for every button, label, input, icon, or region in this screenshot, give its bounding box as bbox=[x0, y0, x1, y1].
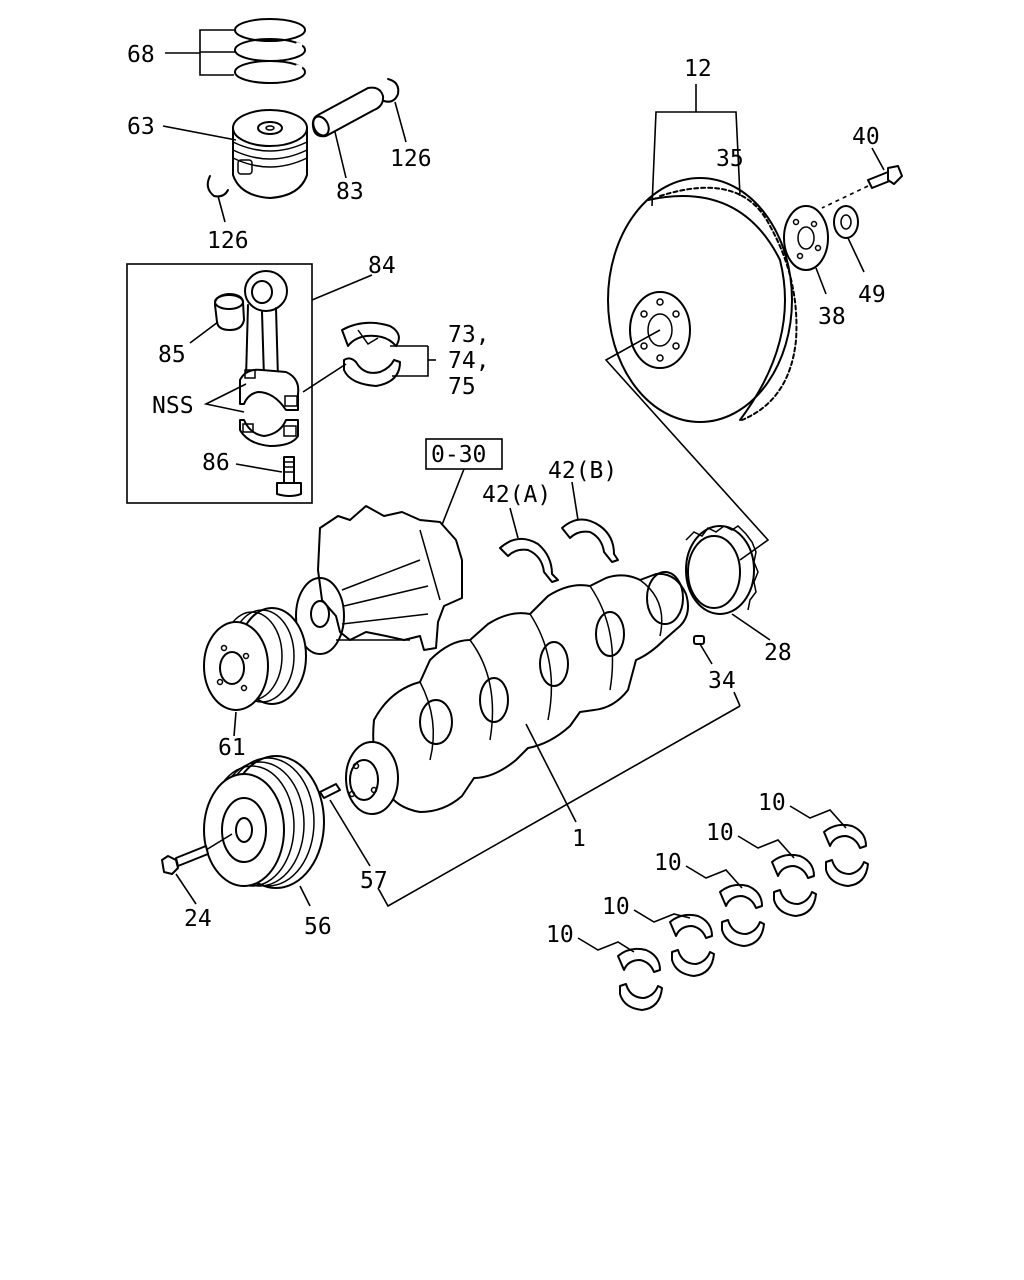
rod-bearing-lower[interactable] bbox=[343, 357, 401, 387]
label-crank-pulley: 56 bbox=[304, 914, 332, 940]
label-nss: NSS bbox=[152, 393, 194, 419]
pilot-bearing[interactable] bbox=[833, 205, 859, 239]
main-bearing-6[interactable] bbox=[823, 823, 869, 887]
label-dowel: 34 bbox=[708, 668, 736, 694]
label-thrust-b: 42(B) bbox=[548, 458, 617, 484]
label-main-bearing-6: 10 bbox=[758, 790, 786, 816]
dowel-pin[interactable] bbox=[693, 635, 705, 645]
label-flywheel-bolt: 40 bbox=[852, 124, 880, 150]
rod-bearing-upper[interactable] bbox=[341, 321, 400, 347]
label-bushing: 85 bbox=[158, 342, 186, 368]
label-main-bearing-5: 10 bbox=[706, 820, 734, 846]
rod-bushing[interactable] bbox=[213, 293, 245, 331]
label-bearing-73: 73, bbox=[448, 322, 490, 348]
woodruff-key[interactable] bbox=[319, 783, 341, 799]
label-ring-gear: 35 bbox=[716, 146, 744, 172]
label-flywheel: 12 bbox=[684, 56, 712, 82]
main-bearing-5[interactable] bbox=[771, 853, 817, 917]
label-clip-top: 126 bbox=[390, 146, 432, 172]
label-clip-bottom: 126 bbox=[207, 228, 249, 254]
pin-clip-bottom[interactable] bbox=[206, 175, 229, 198]
label-rod-bolt: 86 bbox=[202, 450, 230, 476]
pulley-61[interactable] bbox=[203, 607, 307, 711]
label-plate: 38 bbox=[818, 304, 846, 330]
label-piston-rings: 68 bbox=[127, 42, 155, 68]
label-bearing-74: 74, bbox=[448, 348, 490, 374]
label-bearing-75: 75 bbox=[448, 374, 476, 400]
label-key: 57 bbox=[360, 868, 388, 894]
label-piston: 63 bbox=[127, 114, 155, 140]
label-pulley-61: 61 bbox=[218, 735, 246, 761]
flywheel-plate[interactable] bbox=[783, 205, 829, 271]
main-bearing-3[interactable] bbox=[669, 913, 715, 977]
crankshaft[interactable] bbox=[345, 571, 689, 815]
ring-gear[interactable] bbox=[659, 186, 798, 421]
flywheel-bolt[interactable] bbox=[867, 165, 903, 189]
flywheel[interactable] bbox=[607, 177, 793, 423]
label-pulley-bolt: 24 bbox=[184, 906, 212, 932]
front-housing[interactable] bbox=[295, 505, 463, 655]
label-main-bearing-3: 10 bbox=[602, 894, 630, 920]
main-bearing-1[interactable] bbox=[617, 947, 663, 1011]
connecting-rod-group-box bbox=[126, 263, 313, 504]
label-main-bearing-1: 10 bbox=[546, 922, 574, 948]
label-main-bearing-4: 10 bbox=[654, 850, 682, 876]
label-pilot-bearing: 49 bbox=[858, 282, 886, 308]
connecting-rod[interactable] bbox=[239, 270, 300, 447]
label-timing-gear: 28 bbox=[764, 640, 792, 666]
main-bearing-4[interactable] bbox=[719, 883, 765, 947]
piston[interactable] bbox=[232, 109, 308, 199]
pin-clip-top[interactable] bbox=[383, 78, 400, 103]
label-piston-pin: 83 bbox=[336, 179, 364, 205]
thrust-washer-a[interactable] bbox=[499, 537, 559, 583]
pulley-bolt[interactable] bbox=[161, 845, 209, 875]
label-connecting-rod: 84 bbox=[368, 253, 396, 279]
label-crankshaft: 1 bbox=[572, 826, 586, 852]
rod-bolt[interactable] bbox=[276, 456, 302, 497]
label-reference: 0-30 bbox=[431, 442, 486, 468]
piston-pin[interactable] bbox=[310, 86, 385, 138]
piston-rings[interactable] bbox=[234, 18, 306, 84]
crank-pulley[interactable] bbox=[203, 755, 325, 889]
label-thrust-a: 42(A) bbox=[482, 482, 551, 508]
timing-gear[interactable] bbox=[685, 525, 759, 615]
thrust-washer-b[interactable] bbox=[561, 518, 619, 563]
